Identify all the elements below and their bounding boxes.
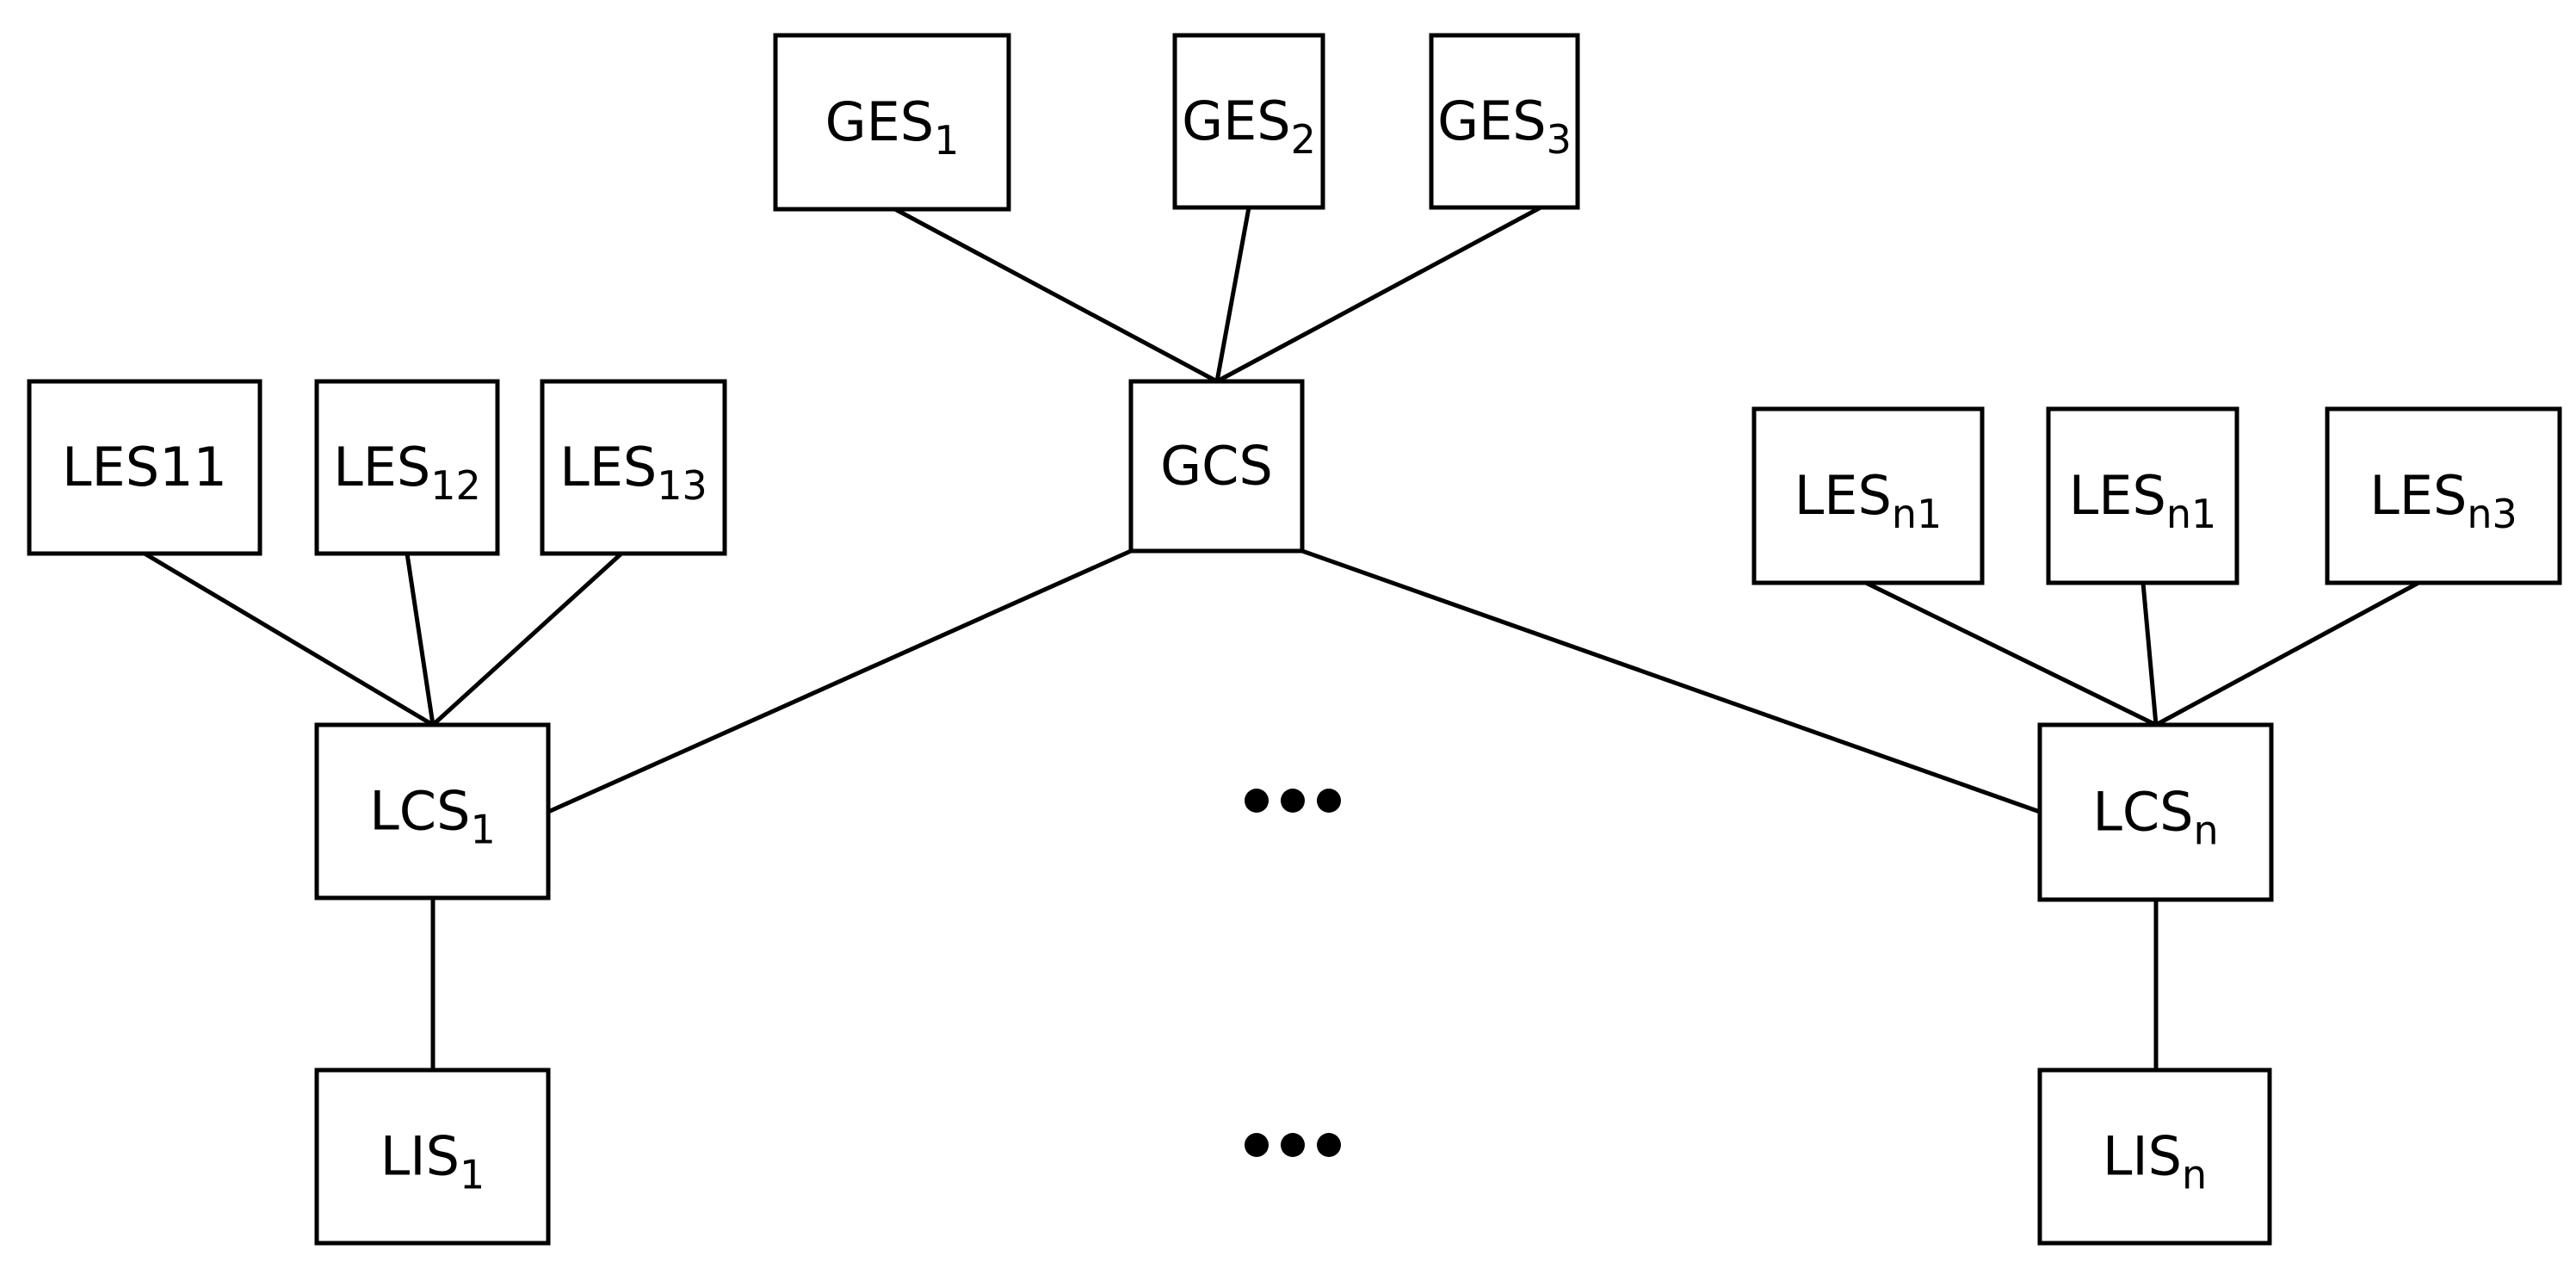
ellipsis-dot [1317, 789, 1341, 813]
edge-les12-to-lcs1 [405, 553, 436, 726]
node-label-lesn1b: LESn1 [2069, 464, 2217, 536]
node-lcs1[interactable]: LCS1 [314, 722, 551, 900]
node-label-gcs: GCS [1160, 435, 1273, 498]
node-box-lesn1a[interactable] [1751, 406, 1985, 585]
edge-lesn1a-to-lcsn [1864, 580, 2158, 727]
node-ges3[interactable]: GES3 [1429, 33, 1580, 210]
node-box-ges3[interactable] [1429, 33, 1580, 210]
node-les11[interactable]: LES11 [27, 379, 263, 556]
edge-ges3-to-gcs [1215, 205, 1542, 384]
node-box-lcsn[interactable] [2037, 722, 2274, 902]
edges-layer [143, 205, 2420, 1070]
node-box-les12[interactable] [314, 379, 500, 556]
edge-ges2-to-gcs [1214, 207, 1251, 382]
ellipsis-dot [1245, 1133, 1269, 1157]
ellipsis-middle-lower [1245, 1133, 1341, 1157]
node-gcs[interactable]: GCS [1128, 379, 1305, 554]
node-box-les13[interactable] [540, 379, 727, 556]
node-lesn1b[interactable]: LESn1 [2046, 406, 2239, 585]
node-lisn[interactable]: LISn [2037, 1068, 2272, 1246]
edge-les13-to-lcs1 [431, 552, 623, 727]
ellipsis-layer [1245, 789, 1341, 1157]
node-label-lisn: LISn [2103, 1125, 2207, 1197]
node-box-lisn[interactable] [2037, 1068, 2272, 1246]
node-box-lesn1b[interactable] [2046, 406, 2239, 585]
edge-lesn1b-to-lcsn [2140, 582, 2159, 726]
ellipsis-dot [1245, 789, 1269, 813]
node-label-lis1: LIS1 [380, 1125, 485, 1197]
node-box-lesn3[interactable] [2325, 406, 2562, 585]
node-label-ges3: GES3 [1437, 90, 1572, 162]
node-box-gcs[interactable] [1128, 379, 1305, 554]
node-lis1[interactable]: LIS1 [314, 1068, 551, 1246]
node-label-les13: LES13 [559, 436, 707, 508]
node-box-ges2[interactable] [1172, 33, 1325, 210]
node-label-lesn3: LESn3 [2369, 464, 2517, 536]
ellipsis-dot [1281, 1133, 1305, 1157]
ellipsis-dot [1281, 789, 1305, 813]
node-box-lcs1[interactable] [314, 722, 551, 900]
node-ges1[interactable]: GES1 [773, 33, 1011, 212]
node-label-lcs1: LCS1 [369, 780, 495, 852]
edge-gcs-to-lcs1 [547, 548, 1133, 814]
node-box-ges1[interactable] [773, 33, 1011, 212]
node-label-lesn1a: LESn1 [1795, 464, 1943, 536]
node-les12[interactable]: LES12 [314, 379, 500, 556]
ellipsis-middle-upper [1245, 789, 1341, 813]
node-lcsn[interactable]: LCSn [2037, 722, 2274, 902]
edge-lesn3-to-lcsn [2154, 580, 2420, 727]
node-lesn3[interactable]: LESn3 [2325, 406, 2562, 585]
node-label-ges1: GES1 [825, 90, 960, 163]
node-label-ges2: GES2 [1182, 90, 1316, 162]
node-les13[interactable]: LES13 [540, 379, 727, 556]
edge-les11-to-lcs1 [143, 551, 435, 727]
node-label-les12: LES12 [333, 436, 481, 508]
node-label-les11: LES11 [62, 436, 227, 498]
node-ges2[interactable]: GES2 [1172, 33, 1325, 210]
node-box-les11[interactable] [27, 379, 263, 556]
edge-gcs-to-lcsn [1301, 548, 2041, 814]
node-lesn1a[interactable]: LESn1 [1751, 406, 1985, 585]
edge-ges1-to-gcs [893, 207, 1219, 384]
node-label-lcsn: LCSn [2092, 781, 2218, 853]
node-box-lis1[interactable] [314, 1068, 551, 1246]
ellipsis-dot [1317, 1133, 1341, 1157]
